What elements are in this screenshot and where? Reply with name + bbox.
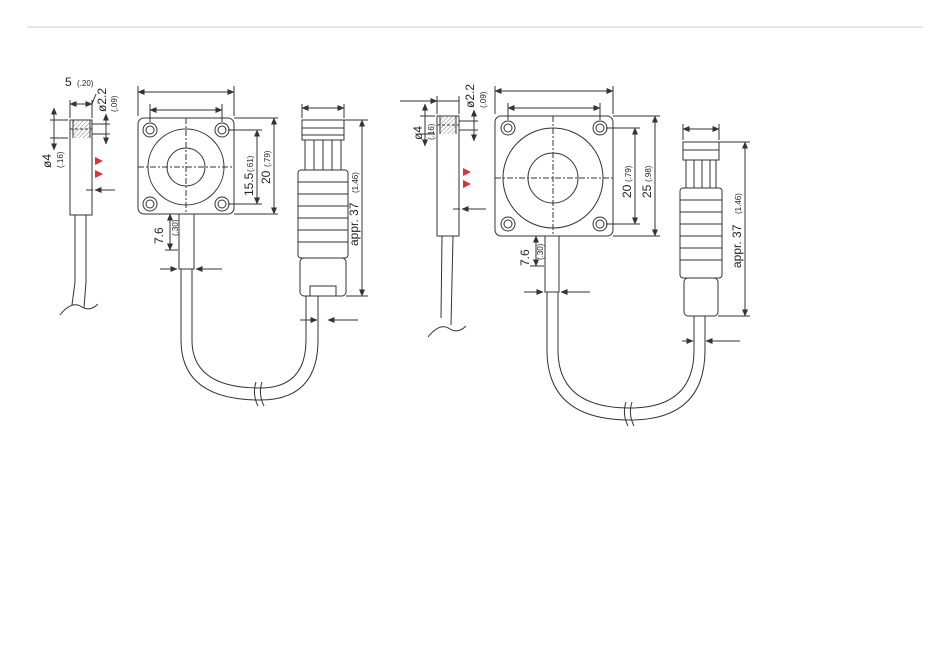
right-cable-len-in: (.30) [536, 243, 545, 260]
right-body-size-in: (.98) [644, 165, 653, 182]
right-connector-len-in: (1.46) [734, 193, 743, 214]
right-cable-len: 7.6 [518, 249, 532, 266]
left-side-width-in: (.20) [77, 79, 94, 88]
right-body-dia-in: (.16) [427, 123, 436, 140]
left-connector-len-in: (1.46) [351, 172, 360, 193]
marker-triangle [463, 168, 471, 176]
right-hole-spacing-in: (.79) [624, 165, 633, 182]
left-cable-len: 7.6 [152, 227, 166, 244]
marker-triangle [463, 180, 471, 188]
left-body-size-in: (.79) [263, 150, 272, 167]
left-hole-spacing: 15.5 [242, 172, 256, 196]
right-connector-len: appr. 37 [730, 224, 744, 268]
marker-triangle [95, 157, 103, 165]
marker-triangle [95, 170, 103, 178]
left-assembly [50, 86, 368, 406]
left-front-view [138, 86, 318, 406]
left-hole-dia: ø2.2 [95, 88, 109, 112]
left-hole-spacing-in: (.61) [246, 155, 255, 172]
left-cable-len-in: (.30) [171, 219, 180, 236]
left-body-dia-in: (.16) [56, 151, 65, 168]
left-hole-dia-in: (.09) [110, 95, 119, 112]
left-side-width: 5 [65, 75, 72, 89]
right-body-size: 25 [640, 184, 654, 198]
right-hole-dia: ø2.2 [463, 84, 477, 108]
right-hole-dia-in: (.09) [479, 91, 488, 108]
left-body-size: 20 [259, 170, 273, 184]
right-assembly [400, 86, 750, 426]
right-body-dia: ø4 [411, 126, 425, 140]
left-connector-len: appr. 37 [347, 202, 361, 246]
left-body-dia: ø4 [40, 154, 54, 168]
left-side-view [50, 94, 115, 315]
right-hole-spacing: 20 [620, 184, 634, 198]
